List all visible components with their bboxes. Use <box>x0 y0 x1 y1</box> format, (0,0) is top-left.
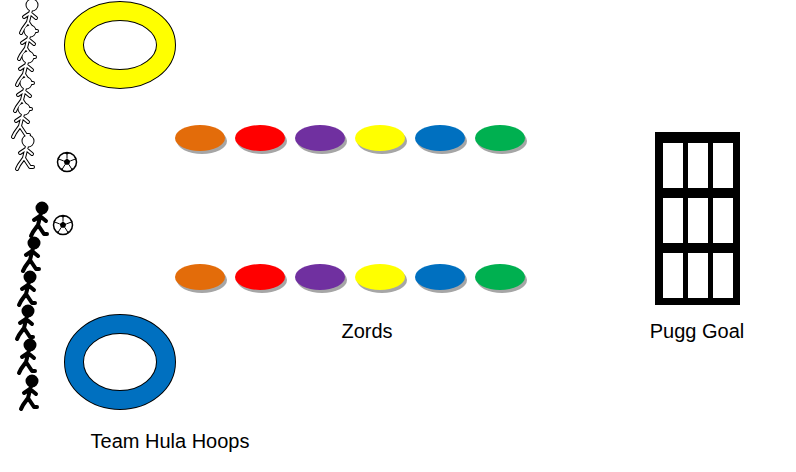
zord-row <box>175 125 527 154</box>
hula-hoop-outline <box>74 324 166 400</box>
zords-label: Zords <box>341 319 392 343</box>
outlined-players <box>13 1 37 170</box>
goal-label: Pugg Goal <box>650 319 745 343</box>
solid-players <box>17 204 47 410</box>
soccer-ball <box>54 216 73 235</box>
pugg-goal <box>655 132 740 305</box>
hoops-label: Team Hula Hoops <box>91 429 250 453</box>
zord-row <box>175 264 527 293</box>
yellow-hula-hoop <box>74 11 166 79</box>
soccer-ball <box>58 153 77 172</box>
hula-hoop-outline <box>74 11 166 79</box>
blue-hula-hoop <box>74 324 166 400</box>
